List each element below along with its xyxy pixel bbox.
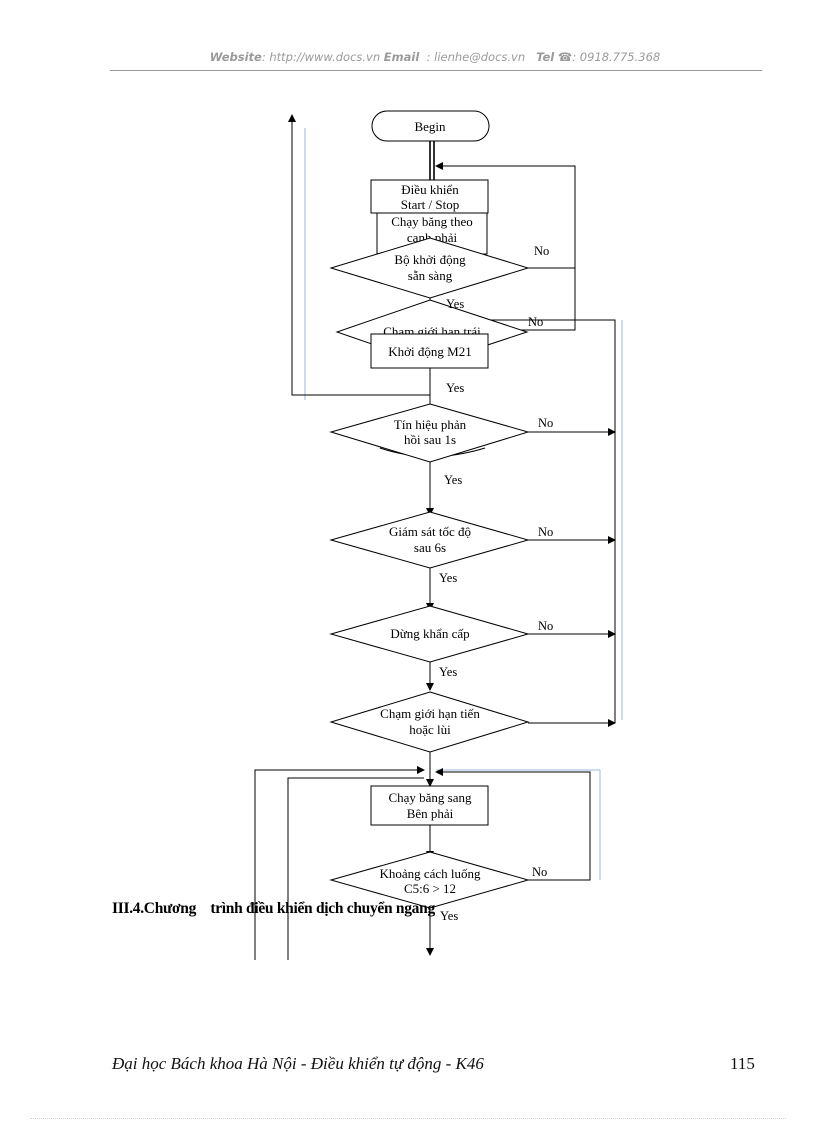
flow-speed-monitor: Giám sát tốc độ sau 6s: [329, 511, 530, 569]
start-stop-line2: Start / Stop: [401, 197, 460, 212]
run-belt-left-line1: Chạy băng theo: [391, 214, 473, 229]
yes-label-ready: Yes: [446, 297, 464, 311]
emergency-stop-label: Dừng khẩn cấp: [390, 626, 469, 641]
flow-run-belt-left: Chạy băng theo canh phải: [376, 209, 488, 255]
start-stop-line1: Điều khiển: [401, 182, 459, 197]
email-label: Email: [383, 50, 420, 64]
run-belt-right-line1: Chạy băng sang: [388, 790, 472, 805]
connectors: [254, 114, 616, 960]
header-divider: [110, 70, 762, 71]
tel-value: : 0918.775.368: [572, 50, 661, 64]
ready-line1: Bộ khởi động: [394, 252, 466, 267]
feedback-line1: Tín hiệu phản: [394, 417, 467, 432]
email-value[interactable]: : lienhe@docs.vn: [426, 50, 526, 64]
touch-limit-line1: Chạm giới hạn tiến: [380, 706, 480, 721]
section-heading: III.4.Chương trình điều khiển dịch chuyể…: [112, 900, 435, 917]
no-label-speed: No: [538, 525, 553, 539]
footer-dotted-rule: [30, 1118, 786, 1119]
yes-label-distance: Yes: [440, 909, 458, 923]
distance-line1: Khoảng cách luống: [379, 866, 481, 881]
speed-monitor-line2: sau 6s: [414, 540, 446, 555]
no-label-feedback: No: [538, 416, 553, 430]
yes-label-emergency: Yes: [439, 665, 457, 679]
footer-institution: Đại học Bách khoa Hà Nội - Điều khiển tự…: [112, 1054, 484, 1073]
flow-touch-limit: Chạm giới hạn tiến hoặc lùi: [329, 691, 530, 753]
start-m21-label: Khởi động M21: [388, 344, 471, 359]
page-number: 115: [730, 1054, 755, 1073]
flow-distance: Khoảng cách luống C5:6 > 12: [329, 851, 530, 909]
no-label-left-limit: No: [528, 315, 543, 329]
flow-begin: Begin: [371, 110, 490, 142]
flow-start-stop: Điều khiển Start / Stop: [370, 179, 489, 214]
ready-line2: sẵn sàng: [408, 268, 453, 283]
no-label-emergency: No: [538, 619, 553, 633]
flow-emergency-stop: Dừng khẩn cấp: [329, 605, 530, 663]
flow-feedback: Tín hiệu phản hồi sau 1s: [329, 403, 530, 463]
tel-label: Tel: [536, 50, 555, 64]
branch-labels: No Yes No Yes No Yes No Yes No Yes No Ye…: [439, 244, 553, 923]
page-header: Website: http://www.docs.vn Email : lien…: [0, 50, 816, 64]
flow-ready: Bộ khởi động sẵn sàng: [329, 237, 530, 299]
flow-start-m21: Khởi động M21: [370, 333, 489, 369]
flow-run-belt-right: Chạy băng sang Bên phải: [370, 785, 489, 826]
yes-label-feedback: Yes: [444, 473, 462, 487]
phone-icon: ☎: [557, 50, 573, 64]
no-label-ready: No: [534, 244, 549, 258]
yes-label-m21: Yes: [446, 381, 464, 395]
no-label-distance: No: [532, 865, 547, 879]
begin-label: Begin: [414, 119, 446, 134]
website-value[interactable]: : http://www.docs.vn: [261, 50, 381, 64]
run-belt-right-line2: Bên phải: [407, 806, 454, 821]
website-label: Website: [209, 50, 262, 64]
yes-label-speed: Yes: [439, 571, 457, 585]
speed-monitor-line1: Giám sát tốc độ: [389, 524, 471, 539]
feedback-line2: hồi sau 1s: [404, 432, 456, 447]
distance-line2: C5:6 > 12: [404, 881, 456, 896]
touch-limit-line2: hoặc lùi: [409, 722, 451, 737]
